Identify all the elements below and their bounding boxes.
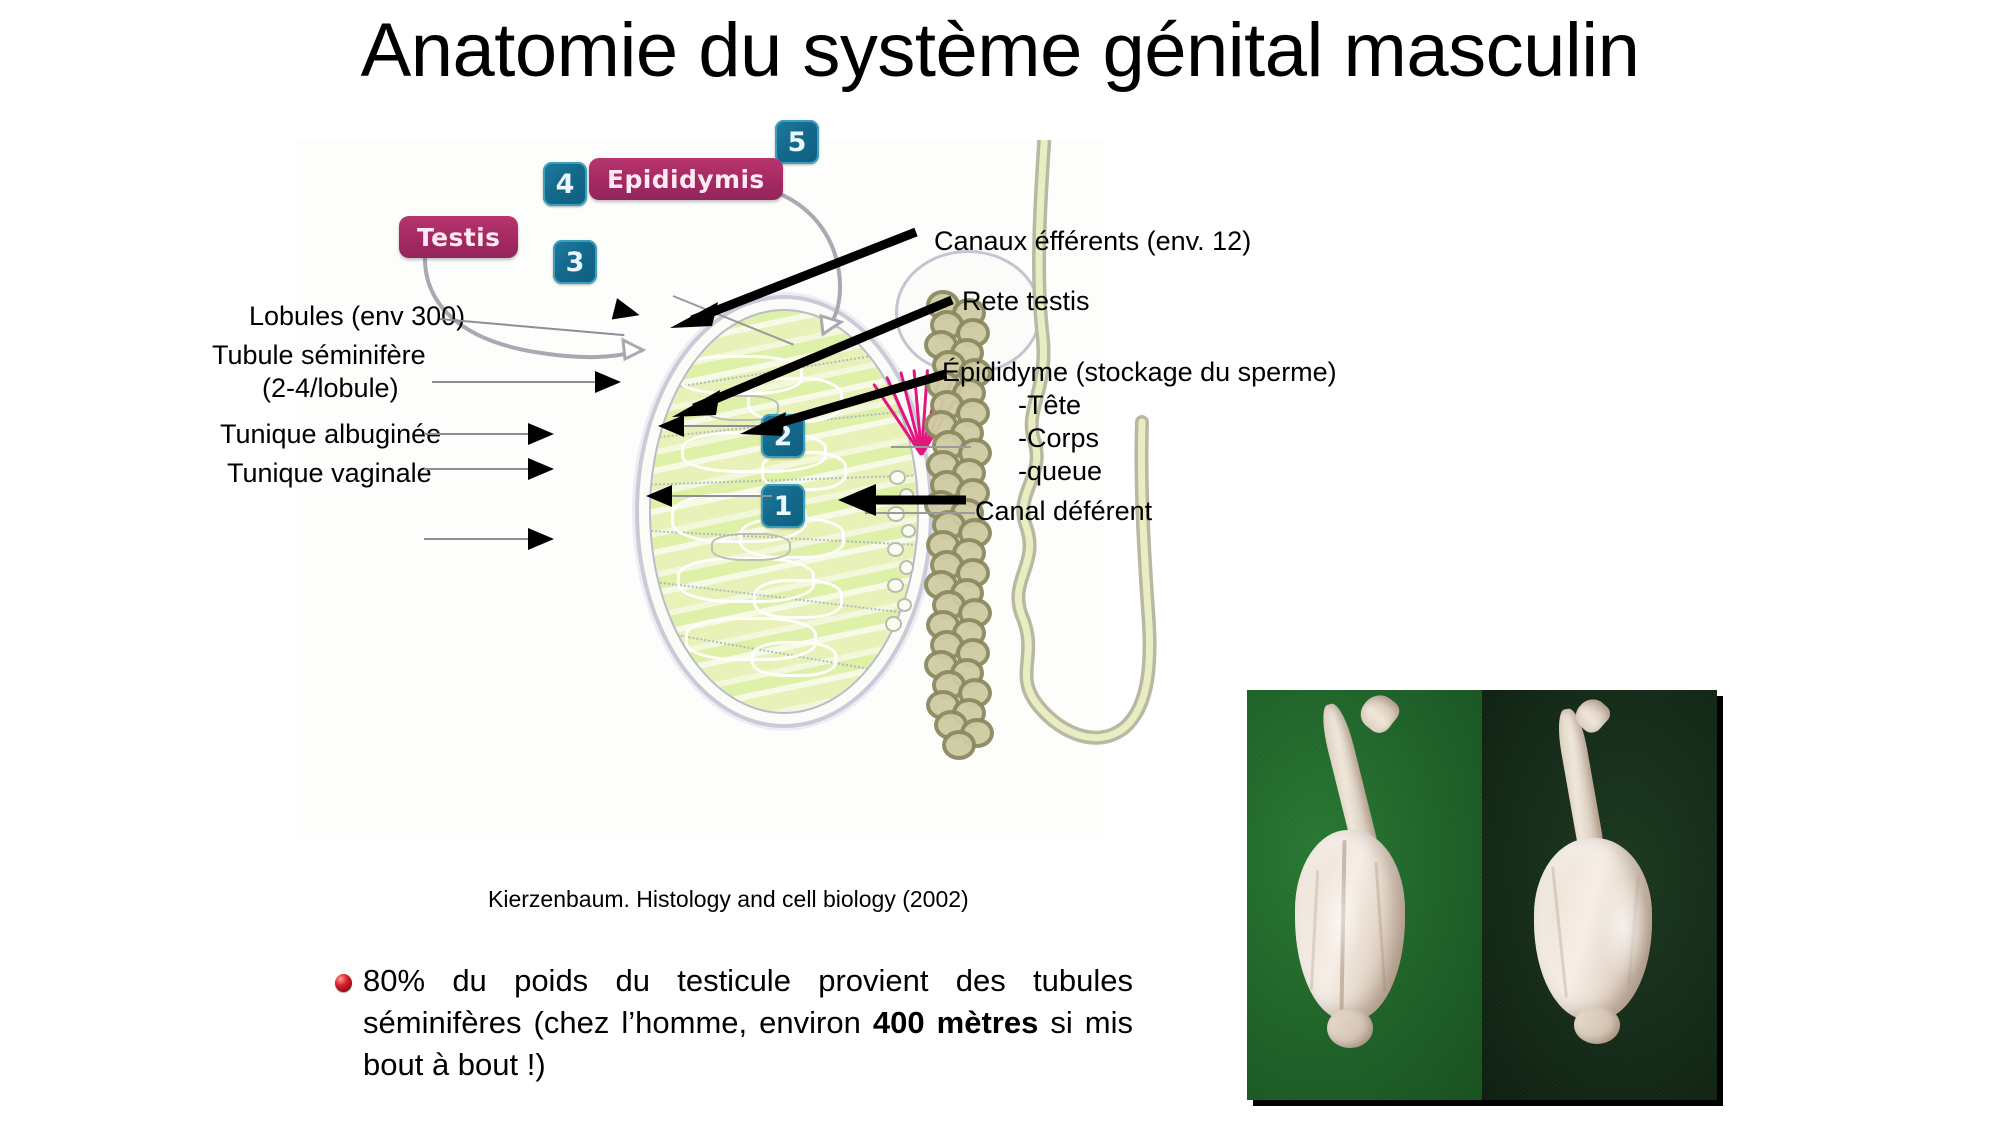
arrow-canal-deferent — [830, 480, 970, 520]
callout-tunique-albuginee: Tunique albuginée — [220, 419, 442, 449]
pointer-line-vaginale — [424, 468, 534, 470]
testis-specimen-right — [1482, 690, 1717, 1100]
callout-tubule-seminifere-sub: (2-4/lobule) — [262, 373, 399, 403]
pointer-line-inner-mid — [672, 425, 764, 427]
pointer-line-albuginee — [424, 433, 534, 435]
arrow-canaux-efferents — [660, 227, 920, 338]
numbox-5: 5 — [775, 120, 819, 164]
bullet-text-part2: si mis bout à bout !) — [363, 1005, 1133, 1082]
pointer-line-inner-low — [672, 495, 772, 497]
bullet-paragraph: 80% du poids du testicule provient des t… — [335, 960, 1133, 1086]
photo-panel-left — [1247, 690, 1482, 1100]
bullet-emphasis: 400 mètres — [872, 1005, 1039, 1040]
numbox-1: 1 — [761, 484, 805, 528]
figure-citation: Kierzenbaum. Histology and cell biology … — [488, 886, 969, 912]
arrow-epididyme — [720, 369, 950, 440]
callout-tubule-seminifere: Tubule séminifère — [212, 340, 426, 370]
callout-epididyme-queue: -queue — [1018, 456, 1103, 486]
callout-rete-testis: Rete testis — [962, 286, 1090, 316]
testis-specimen-left — [1247, 690, 1482, 1100]
callout-epididyme-tete: -Tête — [1018, 390, 1082, 420]
testis-pill-label: Testis — [399, 216, 519, 258]
numbox-3: 3 — [553, 240, 597, 284]
callout-canaux-efferents: Canaux éfférents (env. 12) — [934, 226, 1252, 256]
arrowhead-unlabeled — [528, 528, 554, 550]
arrowhead-albuginee — [528, 423, 554, 445]
specimen-photograph — [1247, 690, 1717, 1100]
callout-epididyme-corps: -Corps — [1018, 423, 1100, 453]
pointer-line-unlabeled — [424, 538, 534, 540]
callout-canal-deferent: Canal déférent — [975, 496, 1153, 526]
numbox-1-leader — [865, 512, 975, 514]
numbox-4: 4 — [543, 162, 587, 206]
arrowhead-inner-low — [646, 485, 672, 507]
bullet-text-part1: 80% du poids du testicule provient des t… — [363, 963, 1133, 1040]
pointer-line-tubule — [432, 381, 602, 383]
anatomy-diagram: 3 4 5 2 1 Testis Epididymis — [295, 120, 1157, 840]
arrow-rete-testis — [660, 295, 960, 426]
photo-panel-right — [1482, 690, 1717, 1100]
page-title: Anatomie du système génital masculin — [360, 8, 1640, 93]
numbox-2-leader — [891, 446, 971, 448]
vas-deferens-duct — [1000, 140, 1157, 780]
epididymis-pill-label: Epididymis — [589, 158, 783, 200]
callout-tunique-vaginale: Tunique vaginale — [227, 458, 432, 488]
callout-epididyme: Épididyme (stockage du sperme) — [942, 357, 1337, 387]
testis-pill-leader — [415, 248, 675, 378]
arrowhead-vaginale — [528, 458, 554, 480]
arrowhead-tubule — [595, 371, 621, 393]
bullet-marker-icon — [335, 974, 352, 992]
callout-lobules: Lobules (env 300) — [249, 301, 466, 331]
